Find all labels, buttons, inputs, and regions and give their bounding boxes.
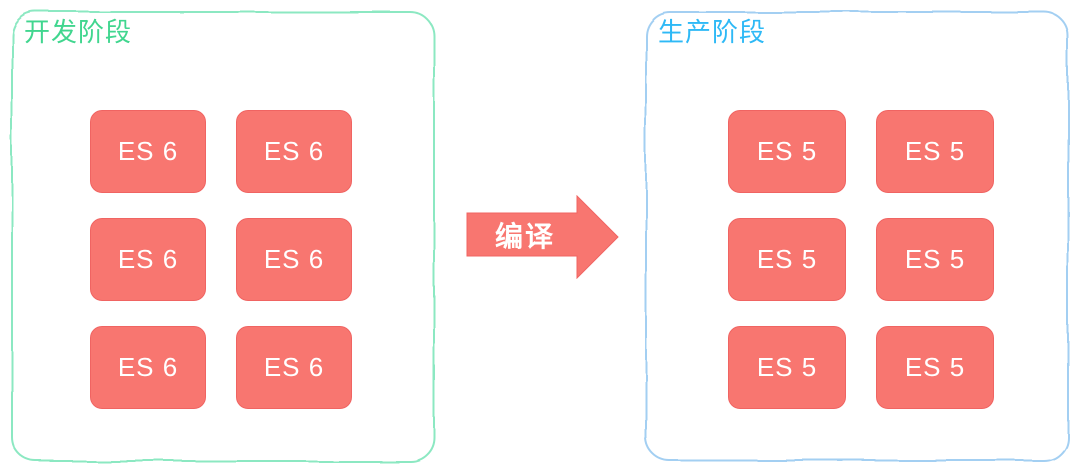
prod-stage-panel: 生产阶段 ES 5 ES 5 ES 5 ES 5 ES 5 ES 5 [642, 8, 1072, 465]
dev-stage-panel: 开发阶段 ES 6 ES 6 ES 6 ES 6 ES 6 ES 6 [8, 8, 438, 465]
prod-stage-title: 生产阶段 [658, 17, 767, 47]
compile-arrow-label: 编译 [494, 220, 555, 252]
es-box: ES 5 [728, 110, 846, 193]
es-box: ES 6 [236, 326, 352, 409]
es-box: ES 6 [90, 218, 206, 301]
es-box: ES 5 [728, 326, 846, 409]
compile-arrow: 编译 [465, 195, 620, 279]
es-box: ES 5 [728, 218, 846, 301]
es-box: ES 6 [236, 218, 352, 301]
dev-box-grid: ES 6 ES 6 ES 6 ES 6 ES 6 ES 6 [90, 110, 352, 409]
es-box: ES 5 [876, 326, 994, 409]
es-box: ES 5 [876, 110, 994, 193]
es-box: ES 6 [236, 110, 352, 193]
prod-box-grid: ES 5 ES 5 ES 5 ES 5 ES 5 ES 5 [728, 110, 994, 409]
dev-stage-title: 开发阶段 [24, 17, 133, 47]
es-box: ES 6 [90, 110, 206, 193]
es-box: ES 5 [876, 218, 994, 301]
compile-arrow-shape [466, 195, 619, 279]
es-box: ES 6 [90, 326, 206, 409]
